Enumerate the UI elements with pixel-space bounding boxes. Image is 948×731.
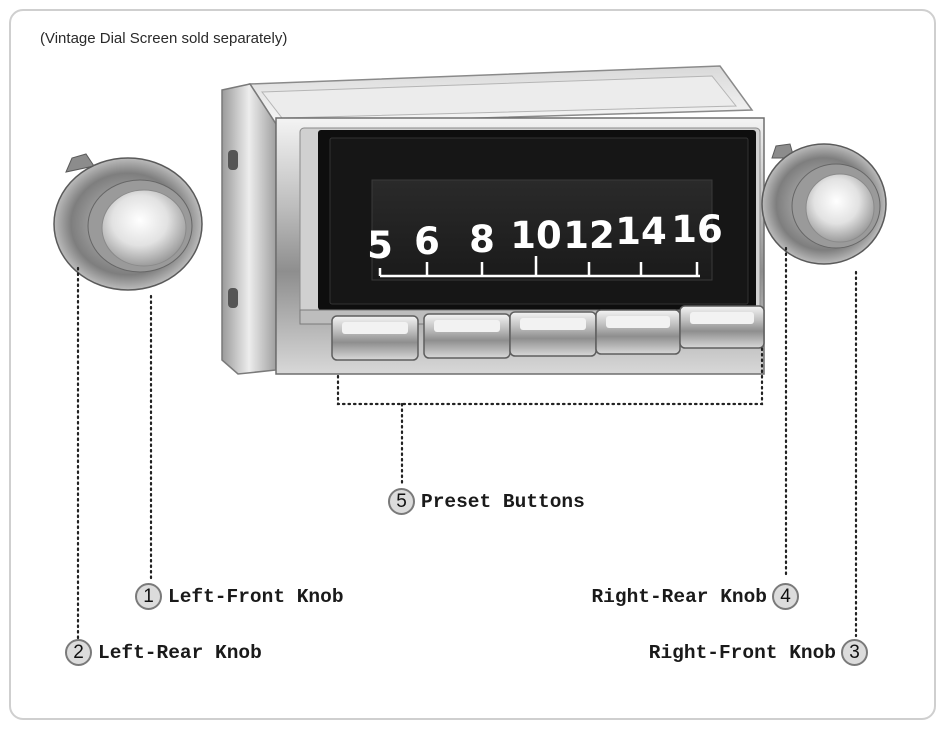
dial-screen-note: (Vintage Dial Screen sold separately) (40, 30, 288, 47)
preset-button[interactable] (423, 313, 511, 359)
callout-label: Preset Buttons (421, 490, 585, 513)
callout-label: Left-Rear Knob (98, 641, 262, 664)
callout-number-badge: 1 (135, 583, 162, 610)
preset-button[interactable] (679, 305, 765, 349)
callout-left-rear-knob: 2 Left-Rear Knob (65, 639, 262, 666)
callout-number-badge: 4 (772, 583, 799, 610)
callout-label: Left-Front Knob (168, 585, 344, 608)
callout-preset-buttons: 5 Preset Buttons (388, 488, 585, 515)
callout-number-badge: 3 (841, 639, 868, 666)
left-knob[interactable] (53, 153, 203, 291)
callout-right-rear-knob: Right-Rear Knob 4 (591, 583, 799, 610)
callout-label: Right-Front Knob (648, 641, 836, 664)
preset-button[interactable] (595, 309, 681, 355)
dial-number: 16 (671, 208, 723, 251)
right-knob[interactable] (761, 143, 887, 265)
preset-buttons (331, 305, 765, 361)
callout-number-badge: 2 (65, 639, 92, 666)
radio-chassis: 5 6 8 10 12 14 16 (221, 65, 765, 375)
preset-button[interactable] (509, 311, 597, 357)
dial-number: 6 (414, 220, 440, 263)
preset-button[interactable] (331, 315, 419, 361)
callout-left-front-knob: 1 Left-Front Knob (135, 583, 344, 610)
callout-number-badge: 5 (388, 488, 415, 515)
leader-lines (76, 246, 858, 642)
dial-number: 5 (367, 224, 393, 267)
dial-number: 8 (469, 218, 495, 261)
dial-number: 12 (563, 214, 615, 257)
dial-number: 10 (510, 214, 562, 257)
callout-label: Right-Rear Knob (591, 585, 767, 608)
callout-right-front-knob: Right-Front Knob 3 (649, 639, 868, 666)
dial-number: 14 (615, 210, 667, 253)
